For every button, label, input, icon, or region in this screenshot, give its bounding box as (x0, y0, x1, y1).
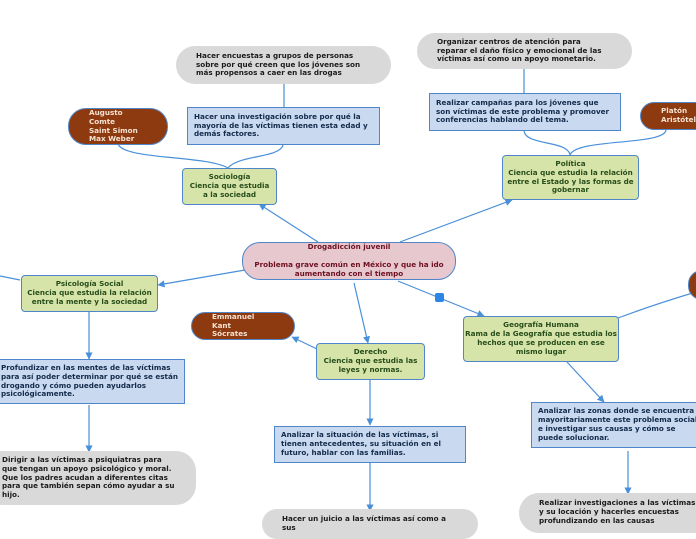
edge-derecho-authors (291, 336, 318, 350)
geografia-task2-node[interactable]: Realizar investigaciones a las víctimas … (519, 493, 696, 533)
edge-central-derecho (353, 282, 371, 344)
derecho-task1-node[interactable]: Analizar la situación de las víctimas, s… (274, 426, 466, 463)
psicologia-node[interactable]: Psicología Social Ciencia que estudia la… (21, 275, 158, 312)
geografia-task1-node[interactable]: Analizar las zonas donde se encuentra ma… (531, 402, 696, 448)
edge-central-sociologia (258, 203, 319, 243)
edge-central-psicologia (157, 269, 246, 288)
central-topic-subtitle: Problema grave común en México y que ha … (254, 260, 444, 278)
politica-task2-node[interactable]: Organizar centros de atención para repar… (417, 33, 632, 69)
edge-politica-task1 (523, 130, 571, 156)
psicologia-task1-node[interactable]: Profundizar en las mentes de las víctima… (0, 359, 185, 404)
central-topic-node[interactable]: Drogadicción juvenil Problema grave comú… (242, 242, 456, 280)
sociologia-node[interactable]: Sociología Ciencia que estudia a la soci… (182, 168, 277, 205)
psicologia-task2-node[interactable]: Dirigir a las víctimas a psiquiatras par… (0, 451, 196, 505)
edge-central-politica (399, 198, 513, 243)
edge-sociologia-task1 (227, 144, 284, 169)
sociologia-authors-node[interactable]: Augusto Comte Saint Simon Max Weber (68, 108, 168, 145)
edge-left-offpage (0, 275, 21, 281)
derecho-node[interactable]: Derecho Ciencia que estudia las leyes y … (316, 343, 425, 380)
edge-sociologia-authors (117, 143, 229, 169)
politica-node[interactable]: Política Ciencia que estudia la relación… (502, 155, 639, 200)
politica-task1-node[interactable]: Realizar campañas para los jóvenes que s… (429, 93, 621, 131)
edge-geografia-right (617, 291, 696, 319)
central-topic-title: Drogadicción juvenil (307, 242, 391, 252)
derecho-task2-node[interactable]: Hacer un juicio a las víctimas así como … (262, 509, 478, 539)
edge-geografia-task1 (566, 361, 605, 403)
sociologia-task1-node[interactable]: Hacer una investigación sobre por qué la… (187, 107, 380, 145)
selection-handle[interactable] (435, 293, 444, 302)
derecho-authors-node[interactable]: Emmanuel Kant Sócrates (191, 312, 295, 340)
edge-politica-authors (569, 129, 667, 156)
sociologia-task2-node[interactable]: Hacer encuestas a grupos de personas sob… (176, 46, 391, 84)
geografia-node[interactable]: Geografía Humana Rama de la Geografía qu… (463, 316, 619, 362)
politica-authors-node[interactable]: Platón Aristóteles (640, 102, 696, 130)
